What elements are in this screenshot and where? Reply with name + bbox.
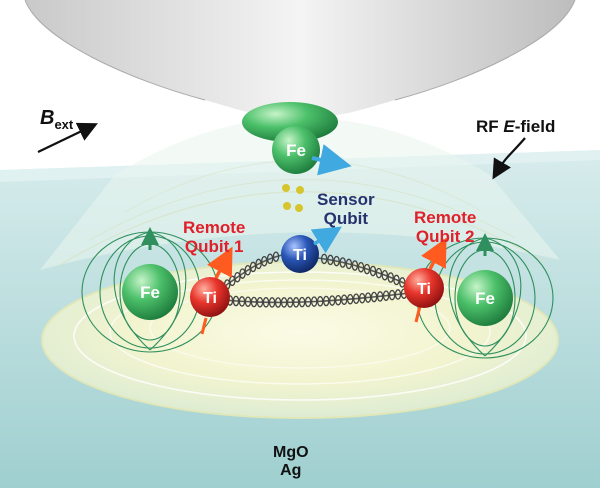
spring-coil-loop — [250, 296, 258, 308]
spring-coil-loop — [334, 294, 342, 306]
spring-coil-loop — [292, 297, 300, 308]
spring-coil-loop — [345, 258, 353, 270]
spring-coil-loop — [376, 291, 384, 302]
remote-ti-1-symbol: Ti — [203, 290, 217, 307]
spring-coil-loop — [261, 255, 268, 267]
spring-coil-loop — [272, 251, 280, 262]
spring-coil-loop — [262, 297, 270, 308]
remote-ti-atom-2: Ti — [404, 237, 447, 323]
spring-coil-loop — [310, 296, 318, 307]
substrate-label: MgO Ag — [273, 444, 309, 479]
spring-coil-loop — [244, 296, 252, 307]
stm-tip — [24, 0, 576, 118]
spring-coil-loop — [320, 253, 328, 265]
spring-coil-loop — [232, 295, 240, 307]
b-ext-main: B — [40, 107, 55, 129]
spring-coils — [223, 251, 408, 308]
spring-coil-loop — [357, 261, 365, 273]
spring-coil-loop — [339, 257, 346, 268]
spring-coil-loop — [286, 297, 294, 308]
remote-ti-2-symbol: Ti — [417, 281, 431, 298]
spring-coil-loop — [351, 260, 359, 271]
sensor-ti-atom: Ti — [281, 226, 342, 273]
spring-coil-loop — [280, 297, 288, 308]
sensor-ti-symbol: Ti — [293, 247, 307, 264]
spring-coil-loop — [238, 296, 246, 307]
spring-coil-loop — [328, 295, 336, 306]
spring-coil-loop — [363, 263, 371, 275]
spring-coil-loop — [358, 292, 366, 304]
right-fe-symbol: Fe — [475, 289, 495, 308]
spring-coil-loop — [388, 289, 396, 301]
b-ext-sub: ext — [54, 117, 74, 132]
rf-e-field-label: RF E-field — [476, 117, 556, 136]
spring-coil-loop — [387, 272, 394, 283]
tip-fe-symbol: Fe — [286, 141, 306, 160]
sensor-qubit-label: Sensor Qubit — [317, 190, 375, 229]
spring-coil-loop — [327, 254, 334, 266]
spring-coil-loop — [369, 265, 377, 277]
spring-coil-loop — [322, 295, 330, 307]
spring-coil-loop — [249, 261, 257, 273]
tip-fe-atom: Fe — [242, 102, 352, 176]
rf-field-arrow — [492, 137, 526, 180]
spring-coil-loop — [304, 296, 312, 308]
b-ext-label: Bext — [40, 107, 73, 133]
remote-qubit-2-label: Remote Qubit 2 — [414, 208, 477, 247]
spring-coil-loop — [393, 274, 400, 286]
spring-coil-loop — [375, 267, 383, 279]
spring-coil-loop — [370, 291, 378, 303]
spring-coil-loop — [256, 296, 264, 308]
spring-coil-loop — [268, 297, 276, 308]
spring-coil-loop — [255, 258, 262, 270]
spring-coil-loop — [352, 293, 360, 304]
spring-coil-loop — [382, 290, 390, 301]
spring-coil-loop — [394, 289, 402, 300]
spring-coil-loop — [274, 297, 282, 308]
remote-ti-atom-1: Ti — [190, 246, 233, 335]
yellow-droplets — [282, 184, 304, 212]
b-ext-arrow — [37, 122, 98, 153]
spring-coil-loop — [333, 255, 340, 267]
spring-coil-loop — [340, 294, 348, 305]
spring-coil-loop — [266, 253, 274, 265]
spring-coil-loop — [298, 296, 306, 308]
spring-coil-loop — [346, 293, 354, 305]
remote-qubit-1-label: Remote Qubit 1 — [183, 218, 246, 257]
spring-coil-loop — [316, 296, 324, 307]
right-fe-atom: Fe — [457, 270, 513, 326]
spring-coil-loop — [364, 292, 372, 303]
left-fe-atom: Fe — [122, 264, 178, 320]
spring-coil-loop — [381, 269, 389, 281]
left-fe-symbol: Fe — [140, 283, 160, 302]
